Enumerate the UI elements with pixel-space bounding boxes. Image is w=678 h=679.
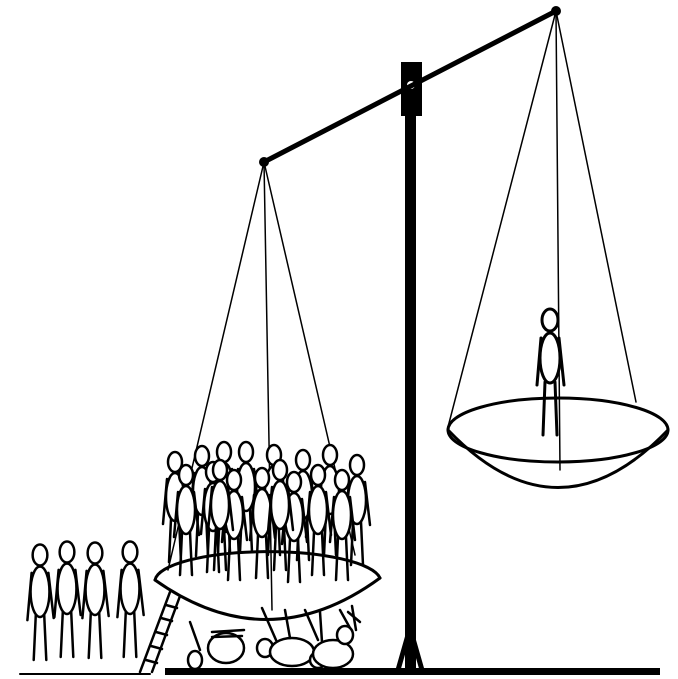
- waiting-person: [117, 542, 143, 658]
- crowd-on-left-pan: [163, 442, 370, 582]
- waiting-person: [27, 545, 53, 661]
- crushed-people: [188, 606, 360, 669]
- waiting-person: [54, 542, 80, 658]
- ladder: [140, 592, 180, 672]
- ground: [20, 668, 660, 675]
- scale-post: [398, 62, 422, 670]
- right-pan: [448, 11, 668, 488]
- waiting-people: [27, 542, 143, 661]
- waiting-person: [82, 543, 108, 659]
